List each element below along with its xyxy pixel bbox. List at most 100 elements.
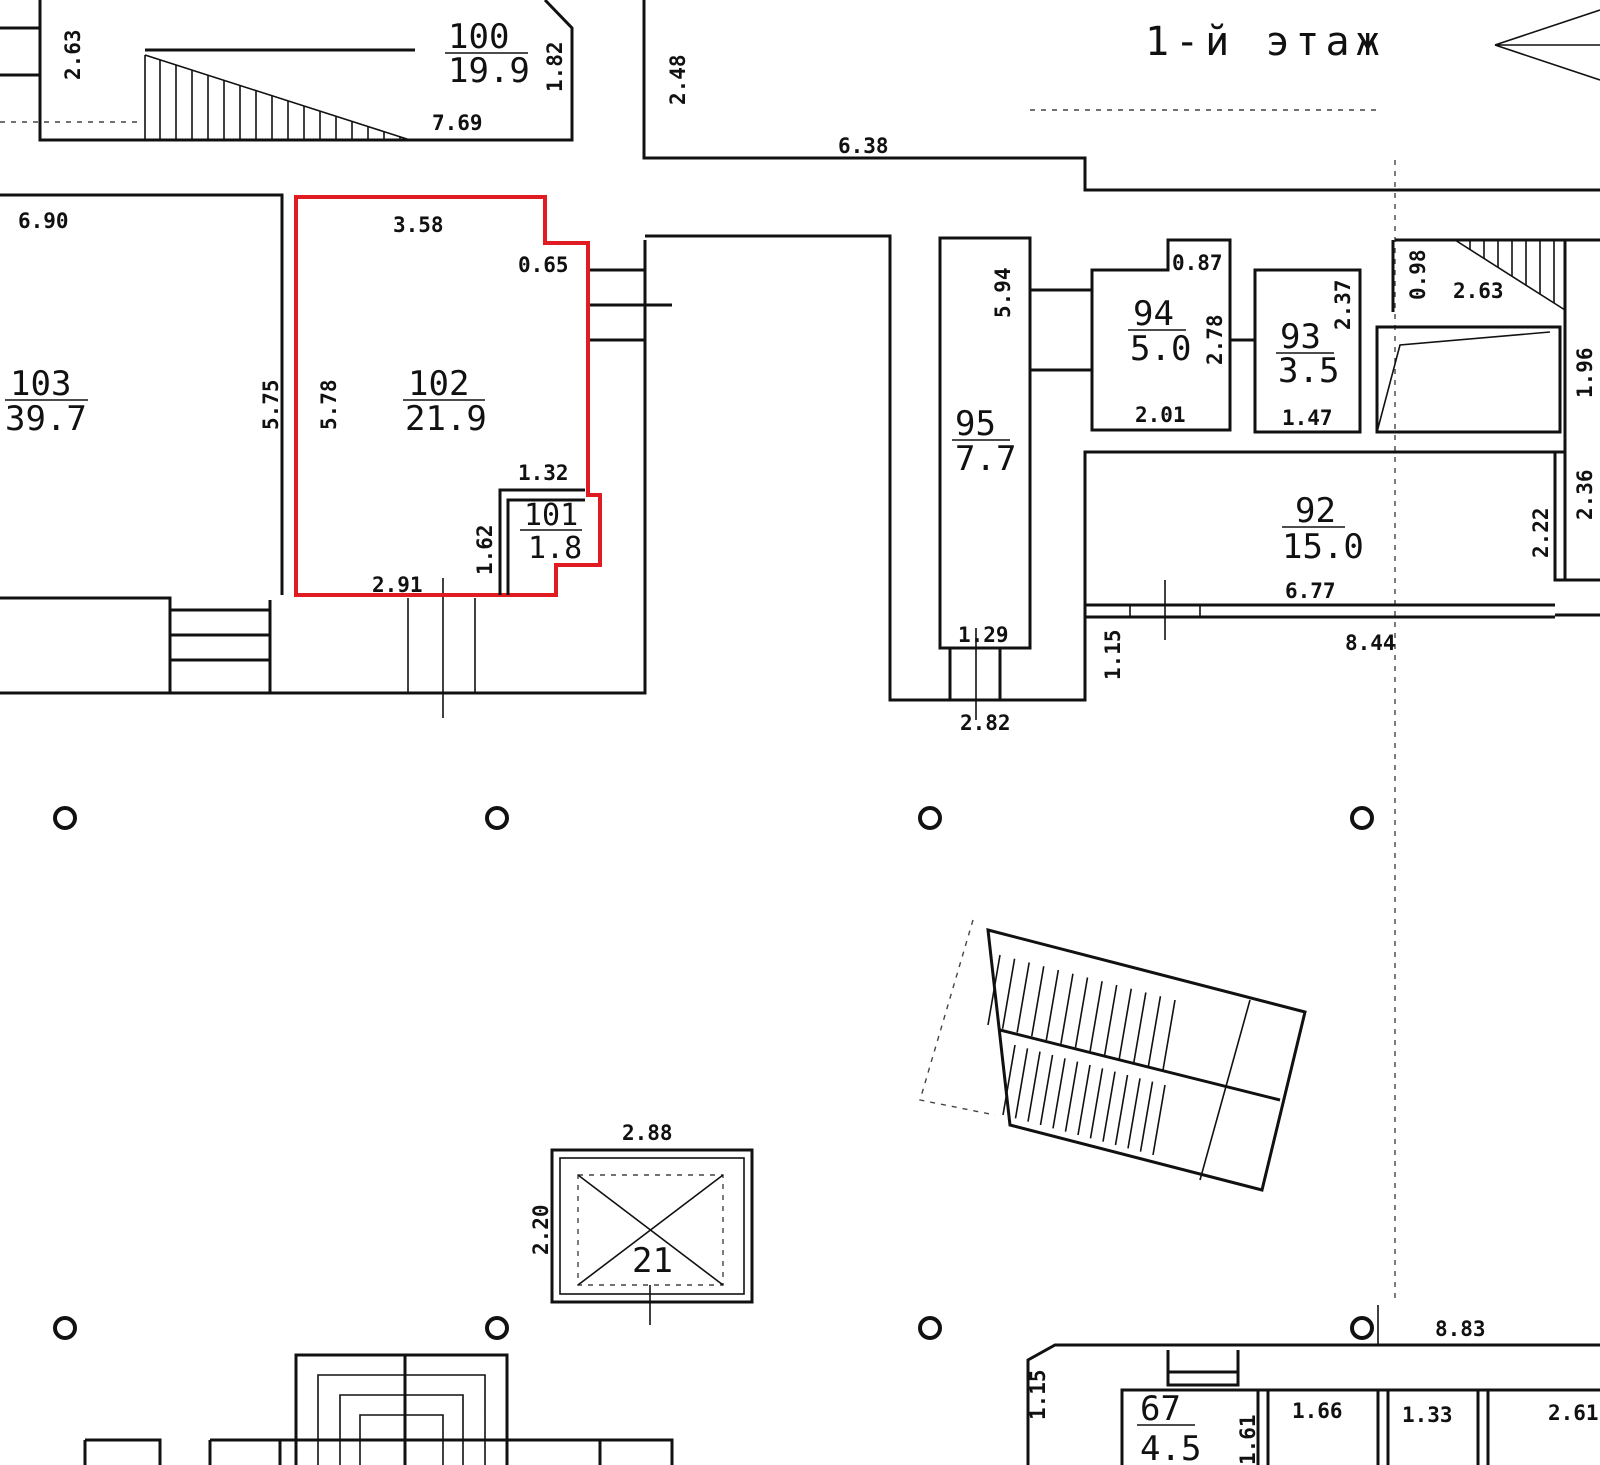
room-102-highlight-outline bbox=[294, 195, 602, 597]
room-label-101: 101 1.8 bbox=[520, 498, 582, 566]
stair-tread-line bbox=[1074, 977, 1089, 1048]
dimension-label: 6.77 bbox=[1285, 579, 1336, 603]
room-103-walls bbox=[0, 193, 647, 718]
dimension-label: 2.61 bbox=[1548, 1401, 1599, 1425]
stair-tread-line bbox=[1152, 1084, 1166, 1156]
stair-tread-line bbox=[1139, 1081, 1154, 1152]
dimension-label: 0.98 bbox=[1406, 249, 1430, 300]
column bbox=[53, 806, 77, 830]
dimension-label: 8.83 bbox=[1435, 1317, 1486, 1341]
stair-tread-line bbox=[1089, 1068, 1104, 1139]
room-area: 4.5 bbox=[1140, 1429, 1201, 1465]
dimension-label: 2.63 bbox=[61, 29, 85, 80]
dimension-label: 1.15 bbox=[1026, 1369, 1050, 1420]
dimension-label: 1.33 bbox=[1402, 1403, 1453, 1427]
room-number: 101 bbox=[524, 498, 578, 533]
stair-tread-line bbox=[1102, 1071, 1116, 1142]
room-number: 93 bbox=[1280, 317, 1321, 357]
room-area: 39.7 bbox=[5, 399, 87, 439]
elevator-shaft-21 bbox=[550, 1148, 754, 1325]
dimension-label: 2.48 bbox=[666, 54, 690, 105]
room-area: 5.0 bbox=[1130, 329, 1191, 369]
stair-block-top-right bbox=[1375, 238, 1600, 617]
stair-tread-line bbox=[1030, 966, 1045, 1037]
dimension-label: 1.66 bbox=[1292, 1399, 1343, 1423]
column bbox=[1350, 1316, 1374, 1340]
column bbox=[485, 1316, 509, 1340]
column bbox=[485, 806, 509, 830]
dimension-label: 8.44 bbox=[1345, 631, 1396, 655]
room-number: 100 bbox=[448, 17, 509, 57]
room-number: 102 bbox=[408, 364, 469, 404]
stair-tread-line bbox=[1147, 996, 1162, 1067]
room-area: 21.9 bbox=[405, 399, 487, 439]
room-94-walls bbox=[1030, 238, 1255, 432]
room-number: 92 bbox=[1295, 491, 1336, 531]
room-number: 67 bbox=[1140, 1389, 1181, 1429]
stair-tread-line bbox=[1118, 988, 1133, 1059]
stair-tread-line bbox=[1133, 992, 1147, 1063]
floor-title: 1-й этаж bbox=[1145, 19, 1386, 65]
stair-tread-line bbox=[1103, 984, 1118, 1056]
stair-tread-line bbox=[1027, 1051, 1041, 1122]
column bbox=[918, 806, 942, 830]
stair-tread-line bbox=[1114, 1074, 1129, 1146]
room-95-walls bbox=[938, 236, 1032, 720]
dimension-label: 5.75 bbox=[259, 379, 283, 430]
dimension-label: 3.58 bbox=[393, 213, 444, 237]
room-label-94: 94 5.0 bbox=[1128, 294, 1191, 369]
dimension-label: 6.90 bbox=[18, 209, 69, 233]
room-area: 3.5 bbox=[1278, 351, 1339, 391]
column bbox=[918, 1316, 942, 1340]
elevator-label: 21 bbox=[632, 1241, 673, 1281]
room-label-92: 92 15.0 bbox=[1282, 491, 1364, 567]
room-label-93: 93 3.5 bbox=[1276, 317, 1339, 391]
room-area: 7.7 bbox=[955, 439, 1016, 479]
stair-tread-line bbox=[1016, 962, 1030, 1033]
room-label-67: 67 4.5 bbox=[1137, 1389, 1201, 1465]
stair-tread-line bbox=[1039, 1054, 1054, 1126]
stair-tread-line bbox=[1162, 999, 1176, 1071]
room-area: 19.9 bbox=[448, 51, 530, 91]
corridor-top-right-walls bbox=[642, 0, 1600, 192]
room-label-95: 95 7.7 bbox=[952, 404, 1016, 479]
room-92-walls bbox=[1085, 580, 1555, 640]
room-number: 94 bbox=[1133, 294, 1174, 334]
stair-tread-line bbox=[1014, 1048, 1029, 1119]
dimension-label: 1.29 bbox=[958, 623, 1009, 647]
stair-tread-line bbox=[1002, 1044, 1016, 1116]
dimension-label: 1.15 bbox=[1101, 629, 1125, 680]
room-label-102: 102 21.9 bbox=[403, 364, 487, 439]
central-corridor-walls bbox=[645, 234, 1565, 702]
dimension-label: 2.01 bbox=[1135, 403, 1186, 427]
dimension-label: 0.65 bbox=[518, 253, 569, 277]
dimension-label: 2.63 bbox=[1453, 279, 1504, 303]
stair-tread-line bbox=[1127, 1078, 1141, 1149]
column bbox=[53, 1316, 77, 1340]
dimension-label: 2.88 bbox=[622, 1121, 673, 1145]
stair-flight-top bbox=[144, 54, 411, 141]
dimension-label: 2.20 bbox=[529, 1204, 553, 1255]
room-label-100: 100 19.9 bbox=[445, 17, 530, 91]
room-area: 1.8 bbox=[528, 531, 582, 566]
dimension-label: 1.82 bbox=[543, 41, 567, 92]
stair-tread-line bbox=[1064, 1061, 1079, 1132]
room-93-walls bbox=[1253, 268, 1362, 434]
escalator-staircase bbox=[919, 919, 1307, 1192]
room-101-walls bbox=[498, 488, 585, 595]
room-area: 15.0 bbox=[1282, 527, 1364, 567]
room-label-103: 103 39.7 bbox=[5, 364, 88, 439]
dimension-label: 2.78 bbox=[1203, 314, 1227, 365]
dimension-label: 7.69 bbox=[432, 111, 483, 135]
stair-tread-line bbox=[1045, 969, 1060, 1041]
stair-tread-line bbox=[1060, 973, 1074, 1044]
door-opening-102 bbox=[590, 268, 672, 342]
room-number: 103 bbox=[10, 364, 71, 404]
dimension-label: 0.87 bbox=[1172, 251, 1223, 275]
stair-tread-line bbox=[1077, 1064, 1091, 1136]
stair-tread-line bbox=[987, 954, 1001, 1026]
dimension-label: 2.22 bbox=[1529, 507, 1553, 558]
dimension-label: 1.62 bbox=[473, 524, 497, 575]
